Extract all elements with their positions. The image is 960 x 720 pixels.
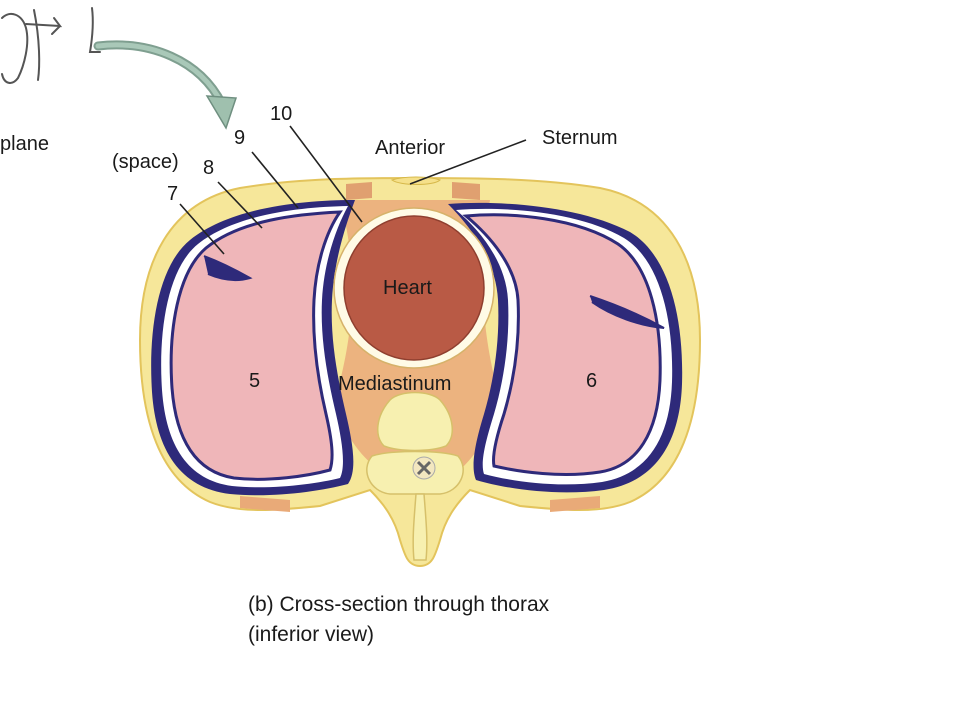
caption-line-2: (inferior view) [248, 623, 375, 646]
right-lung [462, 213, 662, 476]
label-space: (space) [112, 151, 179, 173]
leader-8 [217, 181, 263, 229]
leader-9 [251, 151, 299, 209]
label-6: 6 [586, 370, 598, 392]
left-fissure [203, 255, 253, 282]
muscle-patch-bottom-left [240, 496, 290, 512]
label-anterior: Anterior [375, 137, 446, 159]
vertebra [366, 391, 464, 561]
label-plane-fragment: plane [0, 133, 49, 155]
label-7: 7 [167, 183, 179, 205]
heart [343, 215, 485, 361]
label-8: 8 [203, 157, 215, 179]
leader-7 [179, 203, 225, 255]
leader-lines [179, 125, 527, 255]
leader-10 [289, 125, 363, 223]
curved-arrow-icon [93, 40, 238, 130]
label-10: 10 [270, 103, 293, 125]
handwritten-annotation [1, 7, 101, 84]
label-sternum: Sternum [542, 127, 618, 149]
muscle-patch-bottom-right [550, 496, 600, 512]
left-lung [169, 210, 343, 481]
right-fissure [589, 295, 665, 329]
leader-sternum [409, 139, 527, 185]
label-9: 9 [234, 127, 246, 149]
muscle-patch-left [346, 182, 372, 200]
muscle-patch-right [452, 182, 480, 200]
sternum-bone [390, 176, 441, 185]
caption-line-1: (b) Cross-section through thorax [248, 593, 550, 616]
label-heart: Heart [383, 277, 432, 299]
label-5: 5 [249, 370, 261, 392]
label-mediastinum: Mediastinum [338, 373, 452, 395]
figure-caption: (b) Cross-section through thorax (inferi… [248, 590, 549, 650]
